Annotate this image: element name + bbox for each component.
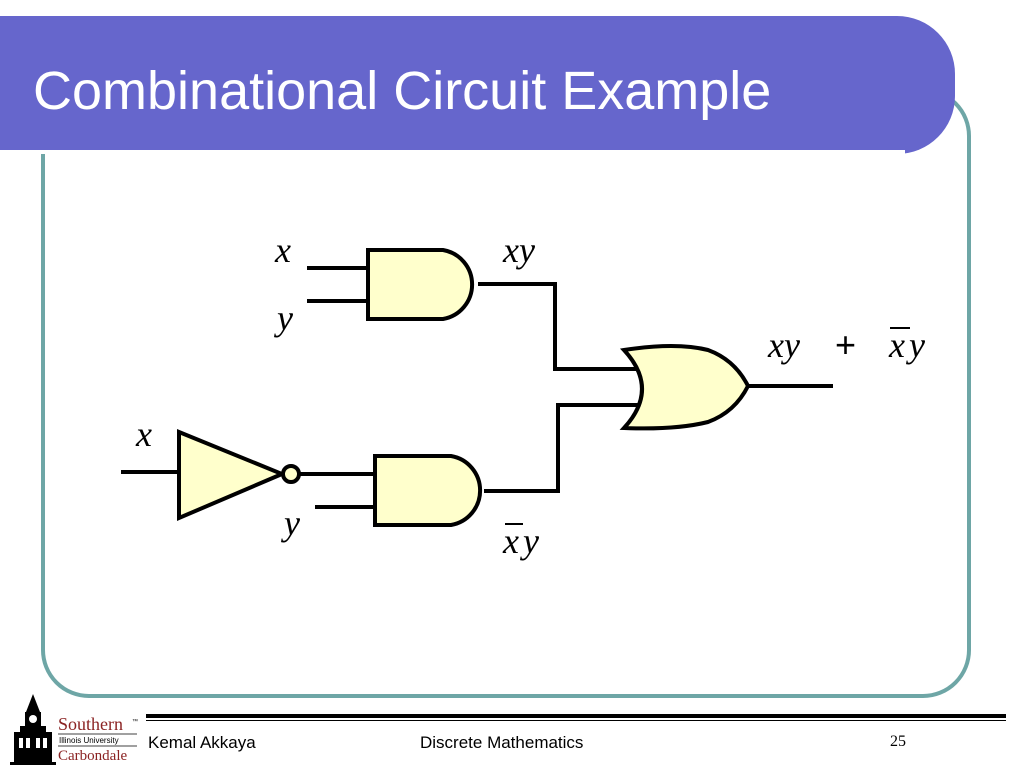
and-gate-1 [366, 248, 475, 321]
siu-carbondale-logo: Southern ™ Illinois University Carbondal… [10, 694, 138, 765]
label-and1-input-y: y [274, 298, 293, 338]
footer-divider-thin [146, 720, 1006, 721]
label-not-input-x: x [135, 414, 152, 454]
clock-tower-icon [10, 694, 56, 765]
label-or-output-term1: xy [767, 325, 800, 365]
slide-content-frame [41, 88, 971, 698]
wire-and2-output [484, 403, 638, 493]
title-bar: Combinational Circuit Example [0, 16, 955, 154]
wire-and1-output [478, 282, 640, 371]
not-gate [177, 429, 288, 522]
label-and2-input-y: y [281, 503, 300, 543]
footer-divider [146, 714, 1006, 718]
logo-trademark: ™ [132, 718, 138, 725]
label-or-output-plus: + [835, 324, 856, 365]
logo-line2: Illinois University [59, 736, 119, 745]
label-or-output-term2-y: y [906, 325, 925, 365]
footer-course: Discrete Mathematics [420, 733, 584, 752]
slide-title: Combinational Circuit Example [33, 61, 772, 121]
footer-author: Kemal Akkaya [148, 733, 256, 752]
label-and1-output: xy [502, 230, 535, 270]
label-and2-output-y: y [520, 521, 539, 561]
logo-line3: Carbondale [58, 748, 127, 764]
label-and1-input-x: x [274, 230, 291, 270]
footer-page-number: 25 [890, 733, 906, 750]
logo-line1: Southern [58, 714, 123, 734]
or-gate [619, 344, 751, 431]
not-gate-bubble [281, 464, 301, 484]
label-or-output-term2-x: x [888, 325, 905, 365]
and-gate-2 [373, 454, 483, 527]
label-and2-output-x: x [502, 521, 519, 561]
title-underline [0, 150, 905, 154]
